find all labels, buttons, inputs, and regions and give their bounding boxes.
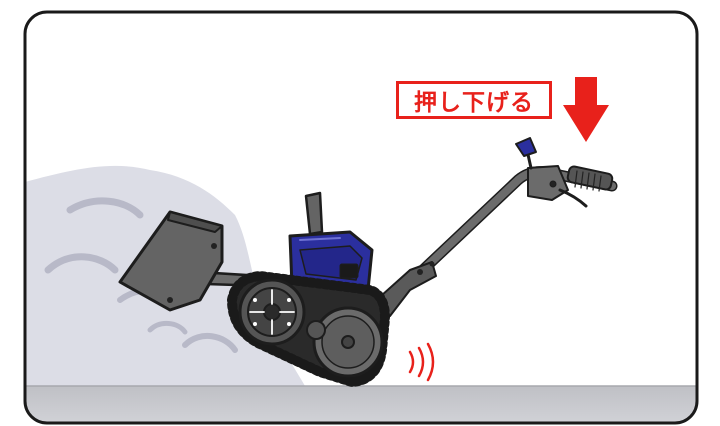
instruction-label-text: 押し下げる (414, 90, 534, 116)
drive-sprocket (238, 278, 306, 346)
down-arrow-icon (563, 77, 609, 142)
grip-ridges (574, 170, 602, 192)
frame-border (23, 10, 699, 425)
vibration-marks-icon (408, 342, 435, 382)
blue-knob (515, 137, 537, 170)
handle-grip (566, 165, 614, 191)
rear-wheel (312, 306, 384, 378)
middle-roller (306, 320, 326, 340)
snow-blower-machine (118, 137, 618, 387)
instruction-label: 押し下げる (396, 81, 552, 119)
ground (25, 386, 697, 423)
rear-post (304, 191, 324, 236)
brake-lever (558, 188, 588, 208)
control-box (527, 165, 569, 201)
